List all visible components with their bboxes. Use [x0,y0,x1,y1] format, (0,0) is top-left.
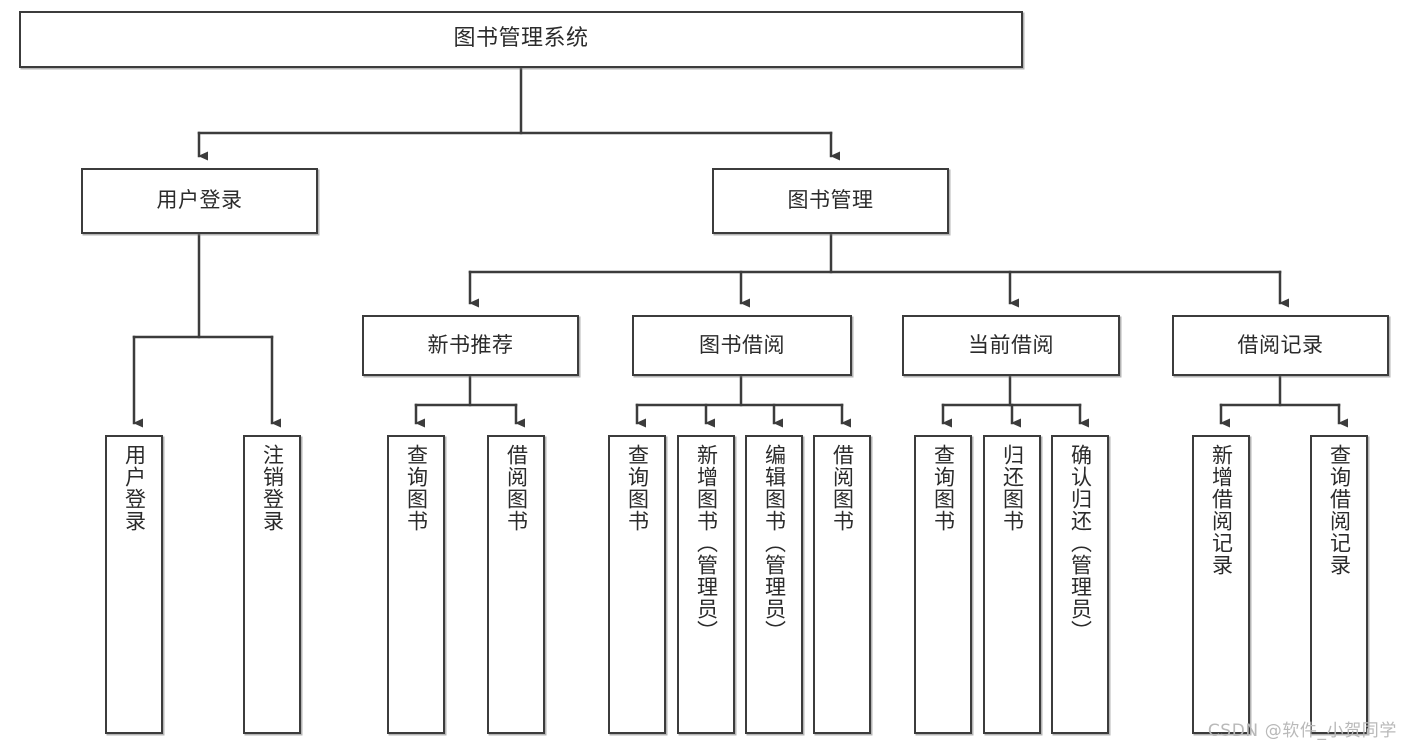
node-root[interactable]: 图书管理系统 [19,11,1023,68]
node-leaf-borrow-book-label: 借阅图书 [830,444,855,532]
node-user-login-label: 用户登录 [156,188,243,213]
node-leaf-user-logout[interactable]: 注销登录 [243,435,301,734]
node-new-book-recommend-label: 新书推荐 [427,332,514,357]
node-leaf-return-book[interactable]: 归还图书 [983,435,1041,734]
node-leaf-query-record-label: 查询借阅记录 [1327,444,1352,576]
node-new-book-recommend[interactable]: 新书推荐 [362,315,579,376]
node-current-borrow-label: 当前借阅 [968,332,1054,357]
node-leaf-edit-book-label: 编辑图书（管理员） [762,444,787,642]
node-leaf-query-book-cur-label: 查询图书 [931,444,956,532]
node-leaf-borrow-book-rec[interactable]: 借阅图书 [487,435,545,734]
node-book-manage-label: 图书管理 [787,188,874,213]
node-leaf-user-login-label: 用户登录 [122,444,147,532]
node-book-borrow-label: 图书借阅 [699,332,785,357]
node-leaf-add-book-label: 新增图书（管理员） [694,444,719,642]
node-root-label: 图书管理系统 [453,26,589,52]
node-leaf-borrow-book[interactable]: 借阅图书 [813,435,871,734]
node-leaf-query-record[interactable]: 查询借阅记录 [1310,435,1368,734]
node-leaf-query-book-bor[interactable]: 查询图书 [608,435,666,734]
node-leaf-user-login[interactable]: 用户登录 [105,435,163,734]
node-leaf-query-book-cur[interactable]: 查询图书 [914,435,972,734]
node-borrow-record[interactable]: 借阅记录 [1172,315,1389,376]
node-leaf-edit-book[interactable]: 编辑图书（管理员） [745,435,803,734]
node-leaf-add-record[interactable]: 新增借阅记录 [1192,435,1250,734]
node-leaf-query-book-rec-label: 查询图书 [404,444,429,532]
node-leaf-confirm-return-label: 确认归还（管理员） [1068,444,1093,642]
node-leaf-user-logout-label: 注销登录 [260,444,285,532]
node-leaf-add-record-label: 新增借阅记录 [1209,444,1234,576]
node-leaf-borrow-book-rec-label: 借阅图书 [504,444,529,532]
node-leaf-query-book-bor-label: 查询图书 [625,444,650,532]
node-book-manage[interactable]: 图书管理 [712,168,949,234]
node-leaf-add-book[interactable]: 新增图书（管理员） [677,435,735,734]
node-current-borrow[interactable]: 当前借阅 [902,315,1120,376]
node-leaf-query-book-rec[interactable]: 查询图书 [387,435,445,734]
node-leaf-confirm-return[interactable]: 确认归还（管理员） [1051,435,1109,734]
node-borrow-record-label: 借阅记录 [1237,332,1324,357]
node-leaf-return-book-label: 归还图书 [1000,444,1025,532]
node-user-login[interactable]: 用户登录 [81,168,318,234]
node-book-borrow[interactable]: 图书借阅 [632,315,852,376]
